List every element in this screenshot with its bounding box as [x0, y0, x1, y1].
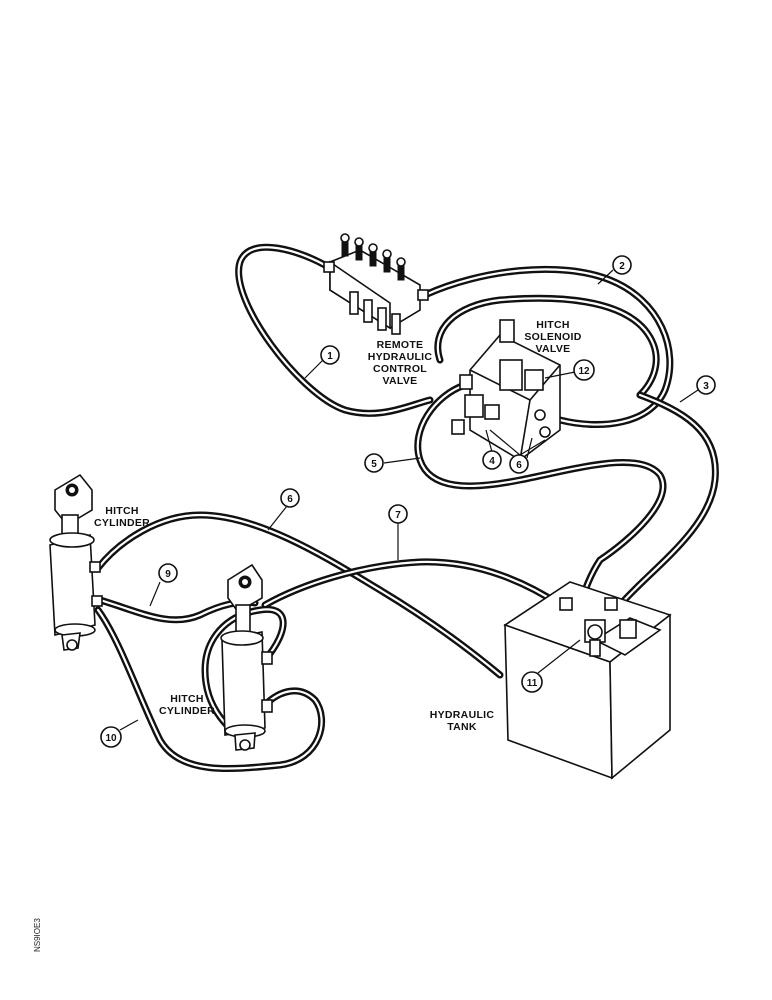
- callout-1: 1: [320, 345, 340, 365]
- svg-text:VALVE: VALVE: [383, 375, 418, 387]
- svg-text:9: 9: [165, 569, 171, 580]
- hose-3: [616, 391, 719, 609]
- hose-10: [94, 606, 326, 773]
- hose-2: [421, 265, 674, 428]
- svg-text:10: 10: [105, 733, 117, 744]
- remote-valve-label: REMOTE HYDRAULIC CONTROL VALVE: [368, 339, 433, 387]
- svg-text:HYDRAULIC: HYDRAULIC: [368, 351, 433, 363]
- svg-text:12: 12: [578, 366, 590, 377]
- callout-4: 4: [482, 450, 502, 470]
- callout-3: 3: [696, 375, 716, 395]
- hose-1: [235, 243, 434, 417]
- center-hitch-cylinder: [220, 563, 273, 751]
- svg-text:CONTROL: CONTROL: [373, 363, 427, 375]
- svg-text:CYLINDER: CYLINDER: [159, 705, 215, 717]
- hose-center-loop: [201, 605, 287, 749]
- svg-text:HITCH: HITCH: [170, 693, 204, 705]
- svg-text:HITCH: HITCH: [105, 505, 139, 517]
- leader-lines: [119, 269, 699, 731]
- hose-7: [261, 558, 564, 609]
- left-hitch-cylinder: [49, 473, 103, 651]
- hydraulic-tank-label: HYDRAULIC TANK: [430, 709, 495, 733]
- callout-11: 11: [521, 671, 543, 693]
- svg-text:11: 11: [527, 678, 538, 689]
- hitch-cylinder-center-label: HITCH CYLINDER: [159, 693, 215, 717]
- callout-6-hose: 6: [280, 488, 300, 508]
- callouts: 1 2 3 4 5 6 6 7: [100, 255, 716, 748]
- svg-text:6: 6: [287, 494, 293, 505]
- solenoid-valve-label: HITCH SOLENOID VALVE: [524, 319, 581, 355]
- svg-text:6: 6: [516, 460, 522, 471]
- callout-7: 7: [388, 504, 408, 524]
- svg-text:REMOTE: REMOTE: [377, 339, 424, 351]
- callout-6-solenoid: 6: [509, 454, 529, 474]
- svg-text:HITCH: HITCH: [536, 319, 570, 331]
- hose-6: [94, 511, 504, 679]
- svg-text:CYLINDER: CYLINDER: [94, 517, 150, 529]
- svg-text:1: 1: [327, 351, 333, 362]
- side-code: NS9IOE3: [33, 918, 42, 952]
- hitch-solenoid-valve: [451, 319, 561, 461]
- svg-text:2: 2: [619, 261, 625, 272]
- hose-5: [414, 381, 667, 609]
- hydraulic-tank: [503, 581, 672, 780]
- remote-control-valve: [323, 233, 429, 335]
- hitch-cylinder-left-label: HITCH CYLINDER: [94, 505, 150, 529]
- callout-2: 2: [612, 255, 632, 275]
- callout-12: 12: [573, 359, 595, 381]
- callout-5: 5: [364, 453, 384, 473]
- svg-text:7: 7: [395, 510, 401, 521]
- svg-text:HYDRAULIC: HYDRAULIC: [430, 709, 495, 721]
- callout-9: 9: [158, 563, 178, 583]
- hose-solenoid-loop: [434, 294, 660, 399]
- svg-text:4: 4: [489, 456, 495, 467]
- svg-text:TANK: TANK: [447, 721, 477, 733]
- svg-text:5: 5: [371, 459, 377, 470]
- callout-10: 10: [100, 726, 122, 748]
- svg-text:SOLENOID: SOLENOID: [524, 331, 581, 343]
- svg-text:3: 3: [703, 381, 709, 392]
- svg-text:VALVE: VALVE: [536, 343, 571, 355]
- hoses: [94, 243, 719, 773]
